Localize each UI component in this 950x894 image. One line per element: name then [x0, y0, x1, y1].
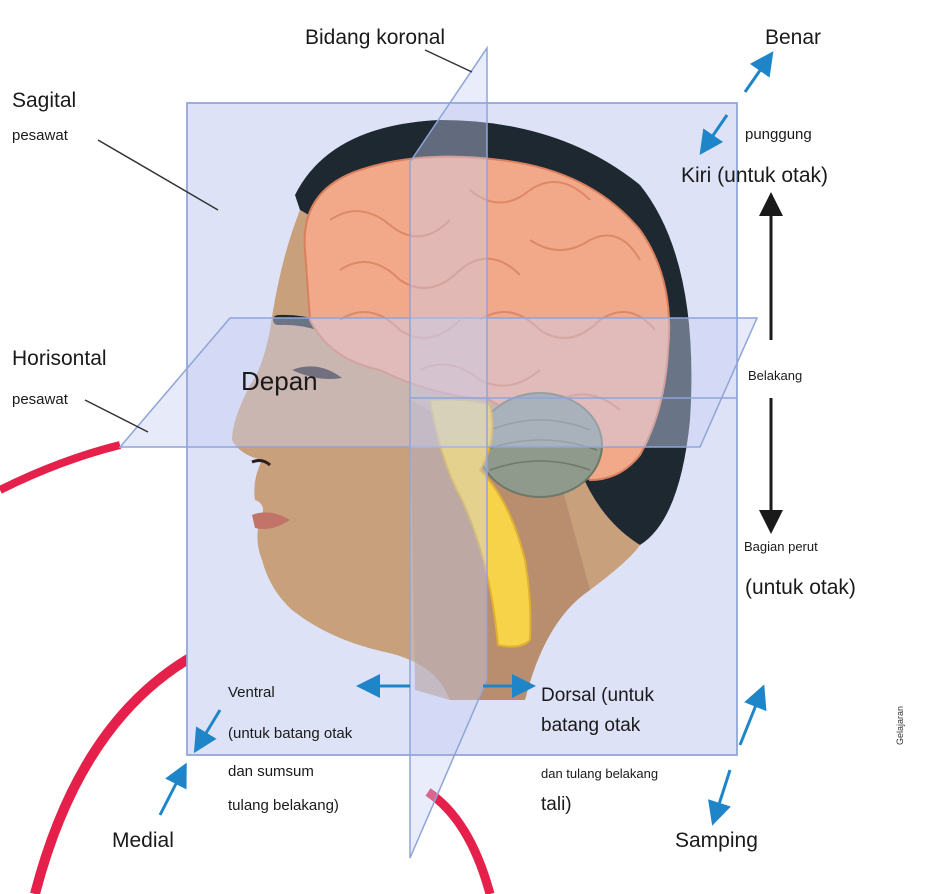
arrow-samping-up: [738, 684, 767, 746]
label-dorsal-2: batang otak: [541, 715, 641, 736]
label-dorsal-4: tali): [541, 794, 572, 815]
label-koronal: Bidang koronal: [305, 26, 446, 49]
leader-koronal: [424, 49, 473, 73]
arrow-medial-left: [193, 709, 222, 754]
label-untuk-otak: (untuk otak): [745, 576, 856, 599]
sagittal-plane-outline: [186, 102, 738, 756]
coronal-plane: [409, 45, 488, 859]
nostril: [251, 459, 271, 467]
credit-text: Gelajaran: [895, 705, 905, 745]
label-horisontal: Horisontal: [12, 347, 107, 370]
label-ventral-3: dan sumsum: [228, 763, 314, 780]
label-samping: Samping: [675, 829, 758, 852]
label-benar: Benar: [765, 26, 822, 49]
label-punggung: punggung: [745, 126, 812, 143]
label-sagital: Sagital: [12, 89, 77, 112]
arrow-kiri: [699, 114, 729, 155]
label-dorsal-1: Dorsal (untuk: [541, 685, 654, 706]
label-ventral-1: Ventral: [228, 684, 275, 701]
leader-horisontal: [84, 399, 149, 433]
label-ventral-4: tulang belakang): [228, 797, 339, 814]
label-depan: Depan: [241, 366, 318, 396]
red-curve-bottom: [425, 788, 495, 894]
label-belakang: Belakang: [748, 368, 803, 383]
brainstem: [428, 398, 532, 648]
brain-gyri: [329, 181, 656, 411]
red-curve-left-bottom: [30, 650, 198, 894]
lips: [252, 512, 290, 529]
label-horisontal-sub: pesawat: [12, 391, 68, 408]
label-dorsal-3: dan tulang belakang: [541, 766, 659, 781]
label-medial: Medial: [112, 829, 174, 852]
arrow-benar: [743, 51, 774, 93]
label-sagital-sub: pesawat: [12, 127, 68, 144]
arrow-samping-down: [708, 769, 732, 826]
label-ventral-2: (untuk batang otak: [228, 725, 353, 742]
leader-sagital: [97, 139, 219, 211]
arrow-medial-bottom: [158, 762, 187, 816]
eye: [292, 366, 342, 379]
horizontal-plane: [118, 317, 759, 448]
red-curve-left-top: [0, 441, 121, 494]
label-bagian-perut: Bagian perut: [744, 539, 818, 554]
label-kiri: Kiri (untuk otak): [681, 164, 829, 187]
